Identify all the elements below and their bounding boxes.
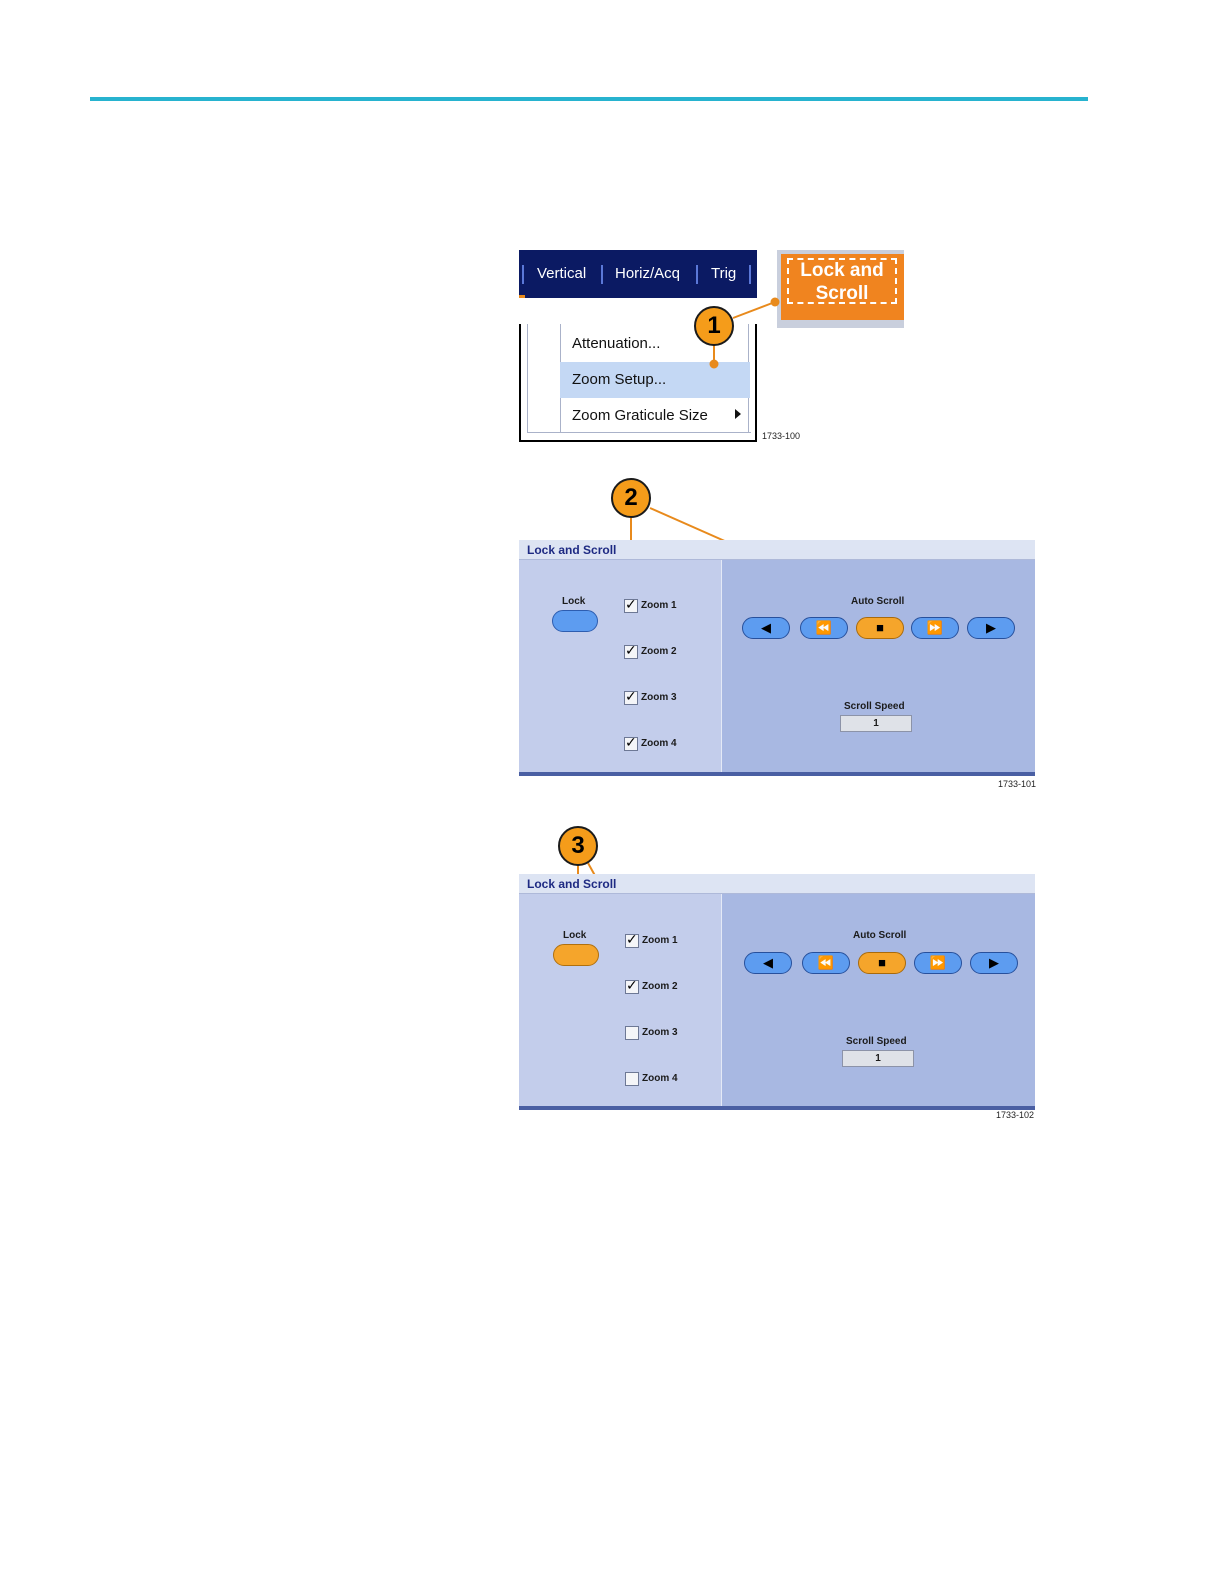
fast-left-icon: ⏪ [815, 620, 833, 635]
submenu-arrow-icon [735, 409, 741, 419]
menu-horiz-acq[interactable]: Horiz/Acq [615, 265, 681, 282]
figure-id-1: 1733-100 [762, 431, 801, 441]
menu-item-zoom-graticule-size[interactable]: Zoom Graticule Size [572, 407, 708, 424]
zoom-4-label: Zoom 4 [642, 1073, 678, 1084]
play-left-icon: ◀ [763, 955, 773, 970]
panel-titlebar [519, 874, 1035, 894]
zoom-3-checkbox[interactable] [625, 1026, 639, 1040]
check-icon: ✓ [625, 596, 637, 612]
scroll-fast-left-button[interactable]: ⏪ [800, 617, 848, 639]
menu-separator [601, 265, 603, 284]
panel-title: Lock and Scroll [527, 543, 617, 557]
panel-titlebar [519, 540, 1035, 560]
menu-separator [522, 265, 524, 284]
scroll-left-button[interactable]: ◀ [742, 617, 790, 639]
check-icon: ✓ [625, 688, 637, 704]
fast-right-icon: ⏩ [929, 955, 947, 970]
lock-label: Lock [563, 930, 587, 941]
callout-3: 3 [558, 826, 598, 866]
play-right-icon: ▶ [986, 620, 996, 635]
lock-and-scroll-face [781, 254, 904, 320]
scroll-right-button[interactable]: ▶ [967, 617, 1015, 639]
menu-bar: Vertical Horiz/Acq Trig [519, 250, 757, 298]
zoom-3-checkbox[interactable]: ✓ [624, 688, 638, 705]
lock-and-scroll-button[interactable]: Lock and Scroll [777, 250, 904, 328]
panel-title: Lock and Scroll [527, 877, 617, 891]
auto-scroll-label: Auto Scroll [853, 930, 907, 941]
menu-item-zoom-setup[interactable]: Zoom Setup... [560, 362, 750, 398]
scroll-fast-right-button[interactable]: ⏩ [911, 617, 959, 639]
scroll-fast-right-button[interactable]: ⏩ [914, 952, 962, 974]
auto-scroll-area [722, 560, 1035, 776]
panel-bottom-edge [519, 1106, 1035, 1110]
panel-divider [721, 894, 722, 1110]
zoom-2-checkbox[interactable]: ✓ [624, 642, 638, 659]
stop-icon: ■ [876, 620, 884, 635]
play-left-icon: ◀ [761, 620, 771, 635]
menu-trig[interactable]: Trig [711, 265, 737, 282]
menu-separator [696, 265, 698, 284]
menu-separator [749, 265, 751, 284]
lock-and-scroll-panel: Lock and Scroll Lock ✓ Zoom 1 ✓ Zoom 2 ✓… [519, 540, 1035, 776]
lock-label: Lock [562, 596, 586, 607]
top-rule [90, 97, 1088, 101]
menu-gutter [527, 324, 561, 432]
auto-scroll-area [722, 894, 1035, 1110]
lock-and-scroll-label-line2: Scroll [815, 283, 869, 304]
menu-item-attenuation[interactable]: Attenuation... [572, 335, 661, 352]
stop-icon: ■ [878, 955, 886, 970]
zoom-selection-area [519, 894, 721, 1110]
zoom-4-checkbox[interactable]: ✓ [624, 734, 638, 751]
scroll-speed-label: Scroll Speed [844, 701, 905, 712]
zoom-4-checkbox[interactable] [625, 1072, 639, 1086]
scroll-stop-button[interactable]: ■ [856, 617, 904, 639]
menu-vertical[interactable]: Vertical [537, 265, 587, 282]
zoom-3-label: Zoom 3 [642, 1027, 678, 1038]
callout-1: 1 [694, 306, 734, 346]
lock-button[interactable] [553, 944, 599, 966]
scroll-speed-field[interactable]: 1 [840, 715, 912, 732]
zoom-1-label: Zoom 1 [641, 600, 677, 611]
zoom-3-label: Zoom 3 [641, 692, 677, 703]
menu-marker [519, 295, 525, 298]
figure-id-2: 1733-101 [998, 779, 1037, 789]
scroll-speed-field[interactable]: 1 [842, 1050, 914, 1067]
auto-scroll-label: Auto Scroll [851, 596, 905, 607]
figure-id-3: 1733-102 [996, 1110, 1035, 1120]
scroll-fast-left-button[interactable]: ⏪ [802, 952, 850, 974]
panel-divider [721, 560, 722, 776]
fast-left-icon: ⏪ [817, 955, 835, 970]
scroll-right-button[interactable]: ▶ [970, 952, 1018, 974]
zoom-1-label: Zoom 1 [642, 935, 678, 946]
callout-1-leader [732, 301, 776, 319]
check-icon: ✓ [626, 931, 638, 947]
scroll-speed-label: Scroll Speed [846, 1036, 907, 1047]
zoom-2-checkbox[interactable]: ✓ [625, 977, 639, 994]
lock-and-scroll-panel: Lock and Scroll Lock ✓ Zoom 1 ✓ Zoom 2 Z… [519, 874, 1035, 1110]
zoom-1-checkbox[interactable]: ✓ [625, 931, 639, 948]
scroll-left-button[interactable]: ◀ [744, 952, 792, 974]
play-right-icon: ▶ [989, 955, 999, 970]
zoom-1-checkbox[interactable]: ✓ [624, 596, 638, 613]
zoom-2-label: Zoom 2 [641, 646, 677, 657]
zoom-2-label: Zoom 2 [642, 981, 678, 992]
lock-button[interactable] [552, 610, 598, 632]
lock-and-scroll-label-line1: Lock and [800, 260, 884, 281]
check-icon: ✓ [626, 977, 638, 993]
focus-dashes [787, 258, 897, 304]
panel-bottom-edge [519, 772, 1035, 776]
zoom-selection-area [519, 560, 721, 776]
callout-2: 2 [611, 478, 651, 518]
menu-border [527, 432, 751, 433]
check-icon: ✓ [625, 642, 637, 658]
check-icon: ✓ [625, 734, 637, 750]
scroll-stop-button[interactable]: ■ [858, 952, 906, 974]
zoom-4-label: Zoom 4 [641, 738, 677, 749]
fast-right-icon: ⏩ [926, 620, 944, 635]
